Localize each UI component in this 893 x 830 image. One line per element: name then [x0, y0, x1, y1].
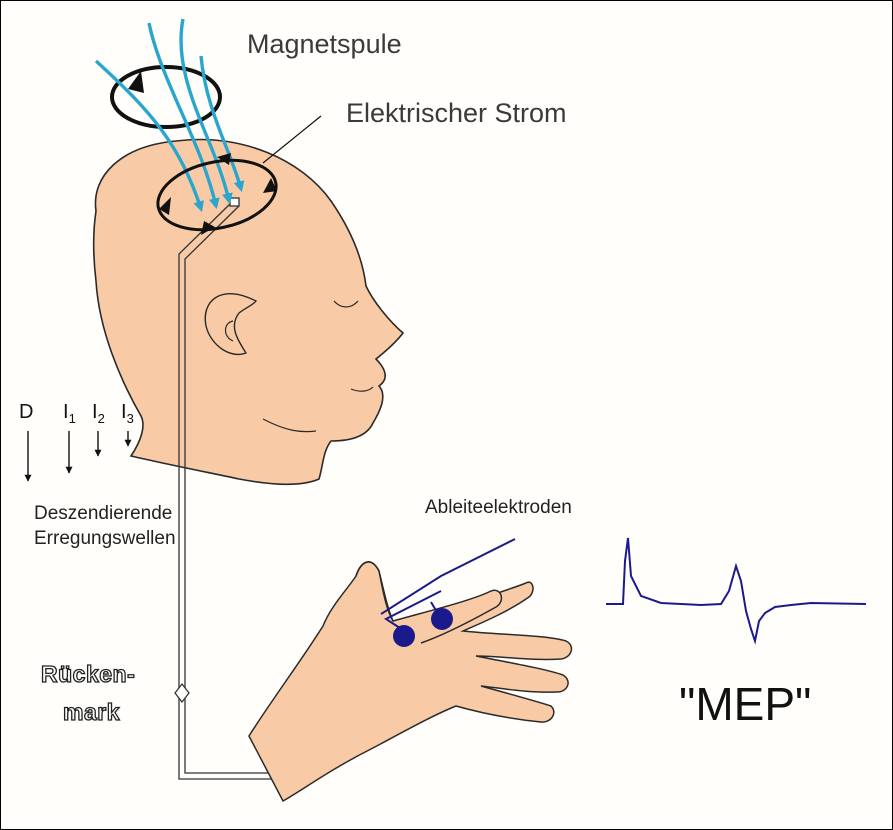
- descending-label-line1: Deszendierende: [34, 503, 172, 525]
- descending-wave-arrows: [28, 431, 128, 481]
- wave-i2-label: I2: [92, 401, 105, 424]
- wave-i1-label: I1: [63, 401, 76, 424]
- spinal-cord-label-line1: Rücken-: [41, 661, 135, 688]
- hand: [249, 562, 571, 801]
- wave-d-label: D: [19, 401, 33, 424]
- current-label: Elektrischer Strom: [346, 98, 567, 129]
- mep-trace: [606, 538, 866, 641]
- mep-label: "MEP": [679, 677, 811, 731]
- coil-label: Magnetspule: [247, 29, 402, 60]
- wave-i3-label: I3: [121, 401, 134, 424]
- electrodes-label: Ableiteelektroden: [425, 497, 572, 519]
- descending-label-line2: Erregungswellen: [34, 528, 176, 550]
- spinal-cord-label-line2: mark: [63, 699, 120, 726]
- head: [94, 140, 403, 485]
- hand-palm: [249, 562, 571, 801]
- head-silhouette: [94, 140, 403, 485]
